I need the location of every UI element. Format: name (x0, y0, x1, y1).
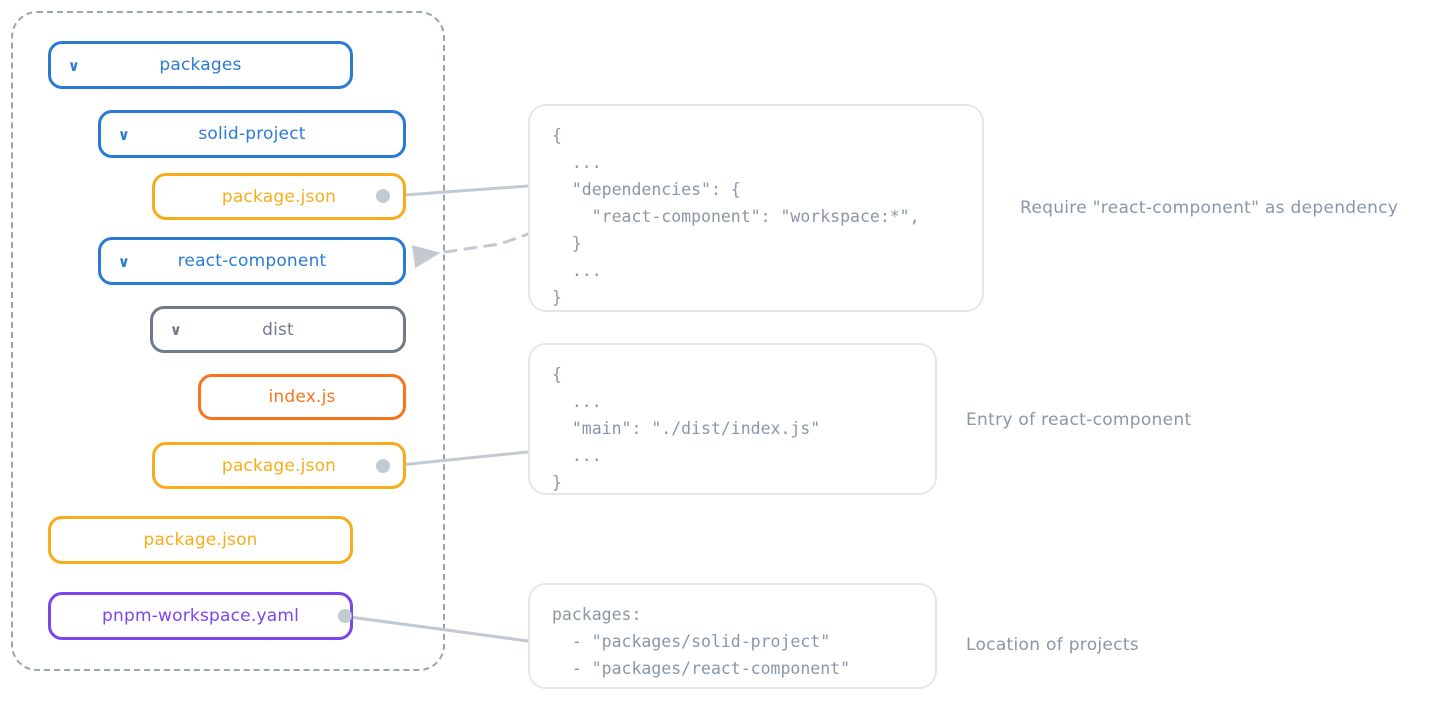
chevron-down-icon[interactable]: ∨ (117, 125, 131, 144)
annotation-require-dependency: Require "react-component" as dependency (1020, 198, 1399, 218)
anchor-dot-solid-package-json (376, 189, 390, 203)
anchor-dot-pnpm-workspace-yaml (338, 609, 352, 623)
tree-node-solid-project[interactable]: ∨ solid-project (98, 110, 406, 158)
tree-node-packages[interactable]: ∨ packages (48, 41, 353, 89)
chevron-down-icon[interactable]: ∨ (117, 252, 131, 271)
tree-node-index-js[interactable]: index.js (198, 374, 406, 420)
code-card-main-entry: { ... "main": "./dist/index.js" ... } (528, 343, 937, 495)
tree-node-label: pnpm-workspace.yaml (101, 606, 300, 626)
chevron-down-icon[interactable]: ∨ (169, 321, 183, 339)
tree-node-label: dist (262, 319, 294, 340)
annotation-location-of-projects: Location of projects (966, 635, 1139, 655)
tree-node-label: react-component (177, 251, 327, 271)
anchor-dot-react-package-json (376, 459, 390, 473)
workspace-root-frame (11, 11, 445, 671)
tree-node-dist[interactable]: ∨ dist (150, 306, 406, 353)
code-card-workspace-yaml: packages: - "packages/solid-project" - "… (528, 583, 937, 689)
tree-node-solid-project-package-json[interactable]: package.json (152, 173, 406, 220)
chevron-down-icon[interactable]: ∨ (67, 56, 81, 75)
tree-node-label: package.json (221, 186, 337, 207)
tree-node-react-component-package-json[interactable]: package.json (152, 442, 406, 489)
annotation-entry-of-react-component: Entry of react-component (966, 410, 1192, 430)
code-card-dependencies: { ... "dependencies": { "react-component… (528, 104, 984, 312)
tree-node-label: solid-project (198, 124, 306, 144)
tree-node-label: packages (159, 55, 242, 75)
tree-node-label: package.json (143, 530, 258, 550)
tree-node-label: package.json (221, 455, 337, 476)
tree-node-pnpm-workspace-yaml[interactable]: pnpm-workspace.yaml (48, 592, 353, 640)
tree-node-react-component[interactable]: ∨ react-component (98, 237, 406, 285)
tree-node-label: index.js (268, 387, 336, 407)
tree-node-root-package-json[interactable]: package.json (48, 516, 353, 564)
